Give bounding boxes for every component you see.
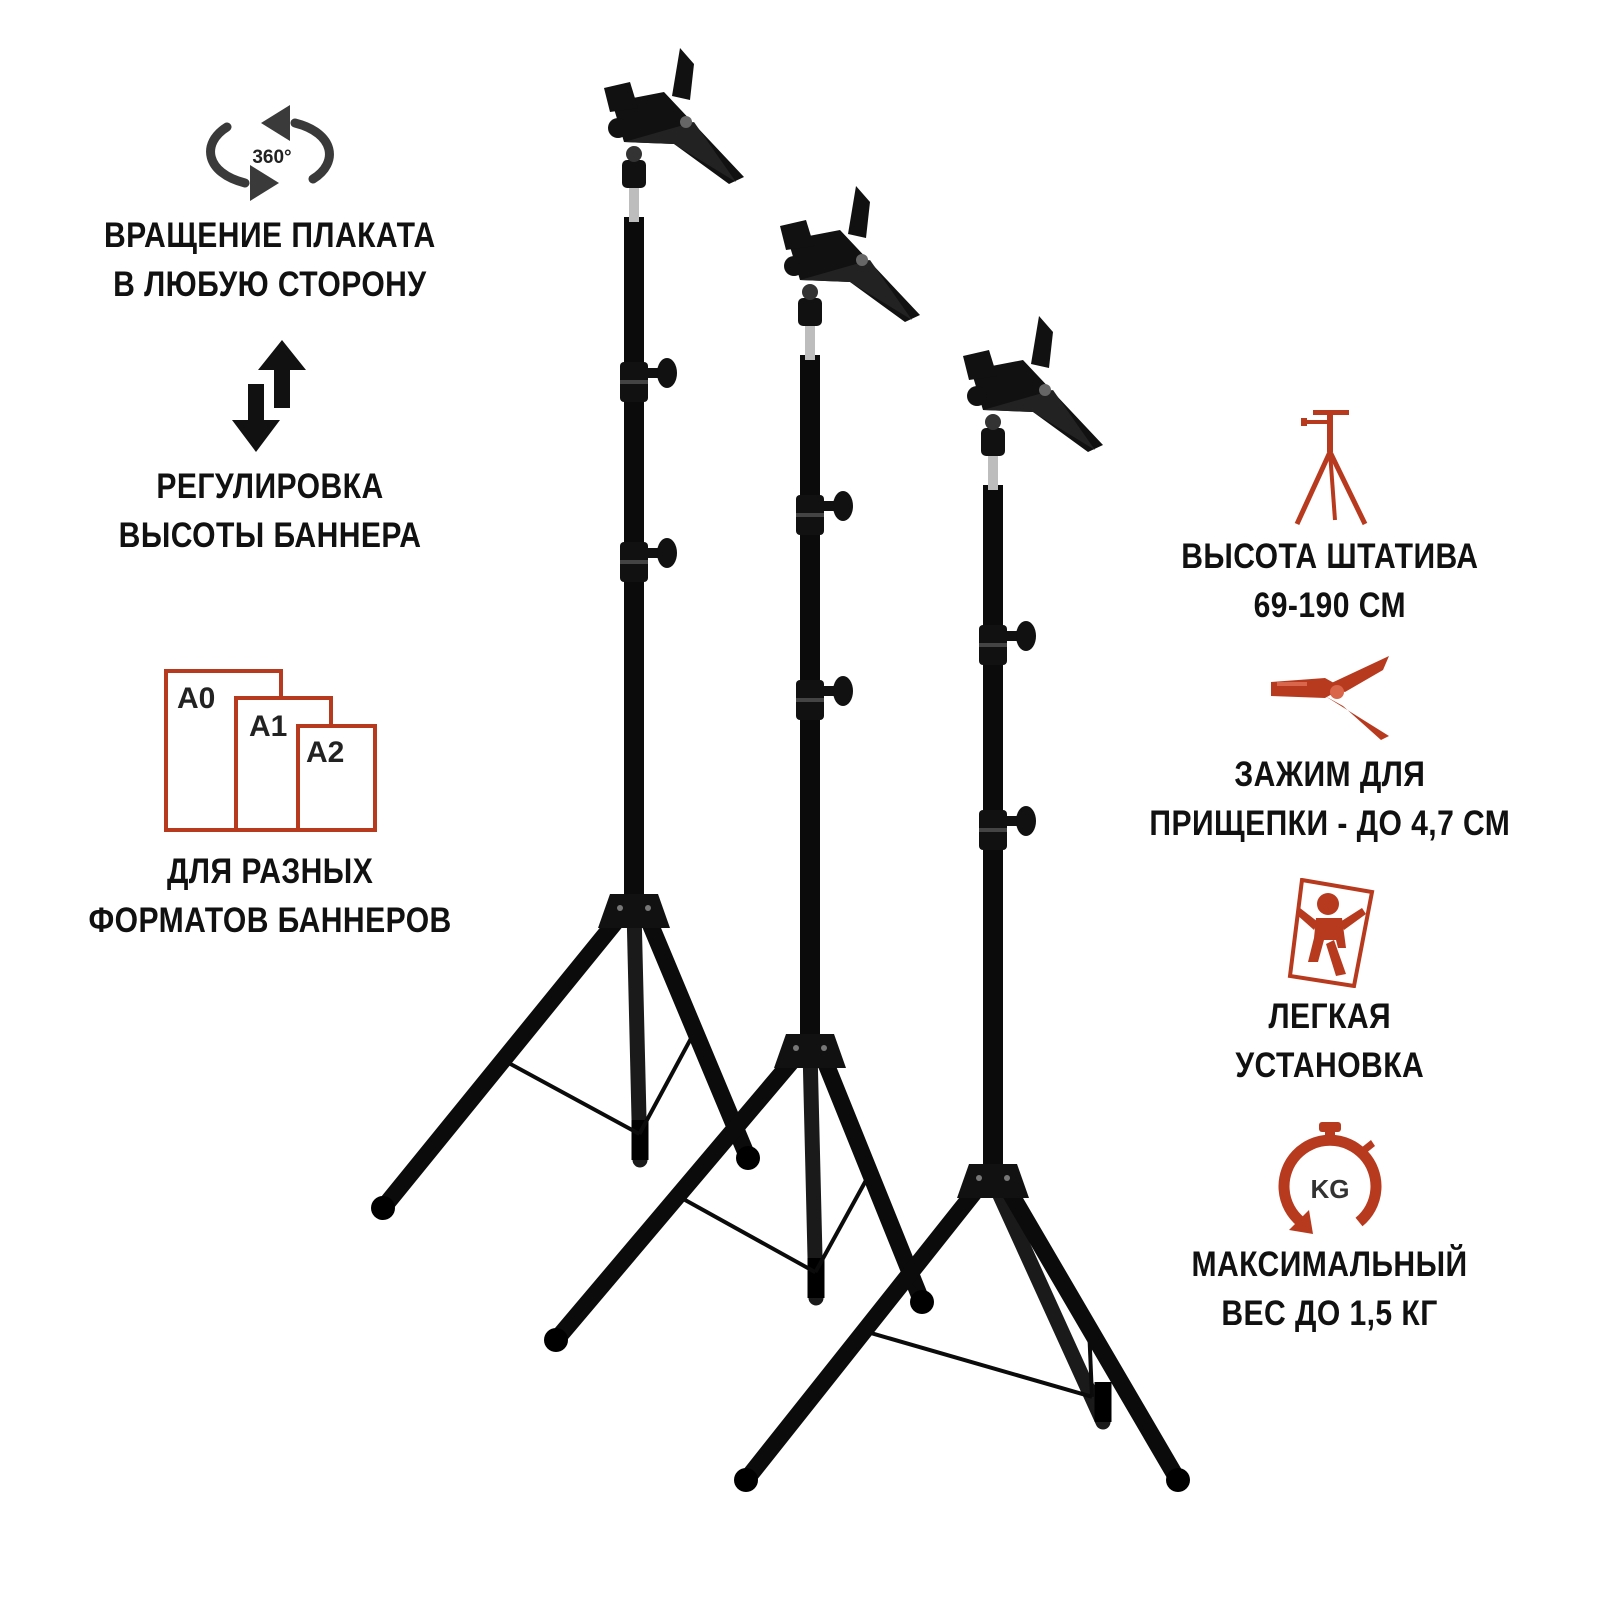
max-weight-caption-line-1: МАКСИМАЛЬНЫЙ: [1191, 1245, 1469, 1284]
format-a1-label: A1: [249, 710, 287, 743]
weight-icon-label: KG: [1311, 1174, 1350, 1204]
weight-kg-icon: KG: [1278, 1122, 1382, 1234]
tripod-stand-front: [734, 316, 1190, 1492]
formats-caption: ДЛЯ РАЗНЫХ ФОРМАТОВ БАННЕРОВ: [88, 847, 451, 945]
tripod-height-caption: ВЫСОТА ШТАТИВА 69-190 СМ: [1181, 532, 1478, 630]
clamp-caption: ЗАЖИМ ДЛЯ ПРИЩЕПКИ - ДО 4,7 СМ: [1150, 750, 1511, 848]
height-adjust-caption: РЕГУЛИРОВКА ВЫСОТЫ БАННЕРА: [119, 462, 422, 560]
max-weight-caption: МАКСИМАЛЬНЫЙ ВЕС ДО 1,5 КГ: [1192, 1240, 1468, 1338]
easy-install-caption-line-1: ЛЕГКАЯ: [1268, 997, 1392, 1036]
rotation-caption: ВРАЩЕНИЕ ПЛАКАТА В ЛЮБУЮ СТОРОНУ: [104, 211, 436, 309]
clamp-caption-line-1: ЗАЖИМ ДЛЯ: [1234, 755, 1426, 794]
height-adjust-arrows-icon: [232, 340, 306, 452]
rotate-360-icon: 360°: [206, 105, 334, 201]
feature-formats: A0 A1 A2 ДЛЯ РАЗНЫХ ФОРМАТОВ БАННЕРОВ: [70, 668, 470, 945]
tripod-height-caption-line-1: ВЫСОТА ШТАТИВА: [1181, 537, 1479, 576]
tripod-height-caption-line-2: 69-190 СМ: [1253, 586, 1407, 625]
formats-caption-line-2: ФОРМАТОВ БАННЕРОВ: [88, 901, 452, 940]
tripod-icon: [1294, 410, 1368, 526]
rotate-icon-label: 360°: [252, 147, 291, 168]
paper-formats-icon: A0 A1 A2: [163, 669, 377, 832]
format-a2-label: A2: [306, 736, 344, 769]
height-adjust-caption-line-1: РЕГУЛИРОВКА: [156, 467, 384, 506]
feature-clamp: ЗАЖИМ ДЛЯ ПРИЩЕПКИ - ДО 4,7 СМ: [1120, 652, 1540, 848]
feature-max-weight: KG МАКСИМАЛЬНЫЙ ВЕС ДО 1,5 КГ: [1120, 1118, 1540, 1338]
feature-rotation: 360° ВРАЩЕНИЕ ПЛАКАТА В ЛЮБУЮ СТОРОНУ: [70, 105, 470, 309]
clamp-caption-line-2: ПРИЩЕПКИ - ДО 4,7 СМ: [1149, 804, 1511, 843]
feature-height-adjust: РЕГУЛИРОВКА ВЫСОТЫ БАННЕРА: [70, 340, 470, 560]
tripod-stand-middle: [544, 186, 934, 1352]
formats-caption-line-1: ДЛЯ РАЗНЫХ: [166, 852, 374, 891]
easy-install-caption: ЛЕГКАЯ УСТАНОВКА: [1236, 992, 1425, 1090]
max-weight-caption-line-2: ВЕС ДО 1,5 КГ: [1221, 1294, 1439, 1333]
tripod-stand-back: [371, 48, 760, 1220]
height-adjust-caption-line-2: ВЫСОТЫ БАННЕРА: [118, 516, 422, 555]
easy-install-caption-line-2: УСТАНОВКА: [1235, 1046, 1425, 1085]
clamp-icon: [1271, 656, 1389, 740]
feature-easy-install: ЛЕГКАЯ УСТАНОВКА: [1120, 878, 1540, 1090]
person-carrying-panel-icon: [1287, 878, 1375, 988]
feature-tripod-height: ВЫСОТА ШТАТИВА 69-190 СМ: [1120, 408, 1540, 630]
rotation-caption-line-1: ВРАЩЕНИЕ ПЛАКАТА: [104, 216, 436, 255]
format-a0-label: A0: [177, 682, 215, 715]
rotation-caption-line-2: В ЛЮБУЮ СТОРОНУ: [113, 265, 427, 304]
